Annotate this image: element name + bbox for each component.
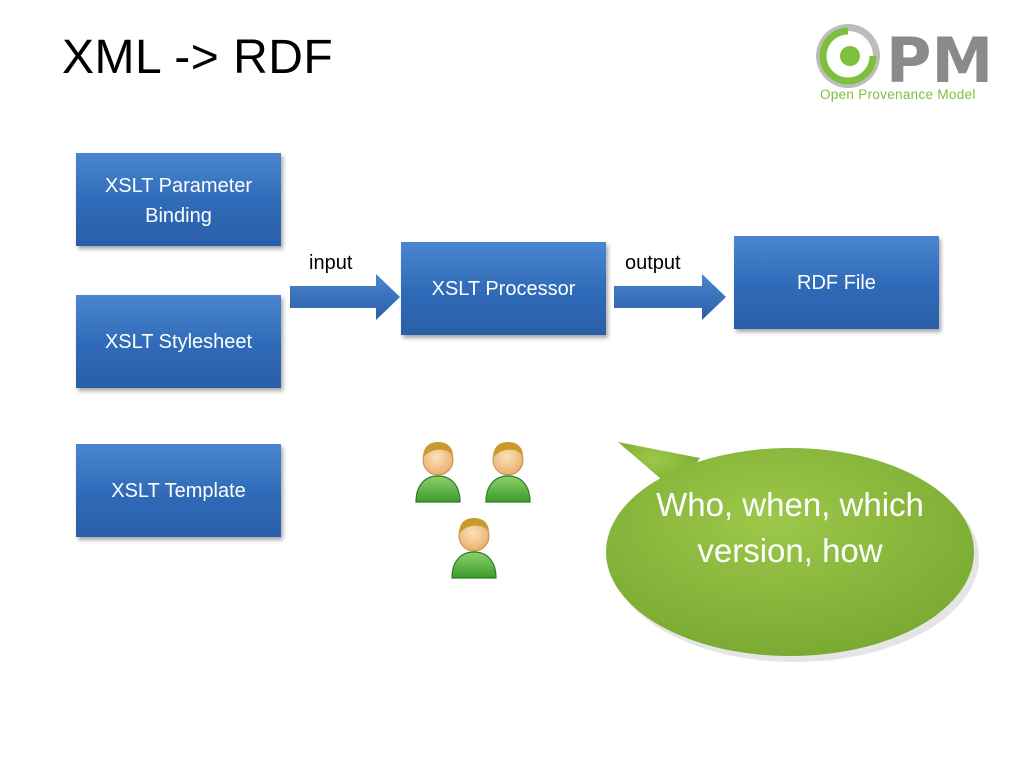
- box-xslt-stylesheet: XSLT Stylesheet: [76, 295, 281, 388]
- box-label: RDF File: [797, 272, 876, 294]
- box-xslt-parameter-binding: XSLT Parameter Binding: [76, 153, 281, 246]
- box-label: XSLT Stylesheet: [104, 330, 253, 353]
- input-arrow: [290, 274, 400, 320]
- output-label: output: [625, 252, 681, 274]
- user-icon: [451, 517, 497, 579]
- box-label: XSLT Parameter Binding: [104, 175, 253, 227]
- callout-text: Who, when, which version, how: [656, 486, 924, 569]
- output-arrow: [614, 274, 726, 320]
- box-xslt-template: XSLT Template: [76, 444, 281, 537]
- slide-title: XML -> RDF: [62, 31, 334, 84]
- opm-logo: PM: [816, 24, 993, 97]
- box-xslt-processor: XSLT Processor: [401, 242, 606, 335]
- user-icon: [415, 441, 461, 503]
- user-icon: [485, 441, 531, 503]
- box-rdf-file: RDF File: [734, 236, 939, 329]
- people-group: [415, 441, 531, 579]
- box-label: XSLT Template: [111, 479, 246, 502]
- callout-bubble: [606, 442, 979, 662]
- logo-mark: PM: [886, 24, 993, 97]
- input-label: input: [309, 252, 353, 274]
- logo-caption: Open Provenance Model: [820, 87, 976, 102]
- box-label: XSLT Processor: [431, 277, 576, 300]
